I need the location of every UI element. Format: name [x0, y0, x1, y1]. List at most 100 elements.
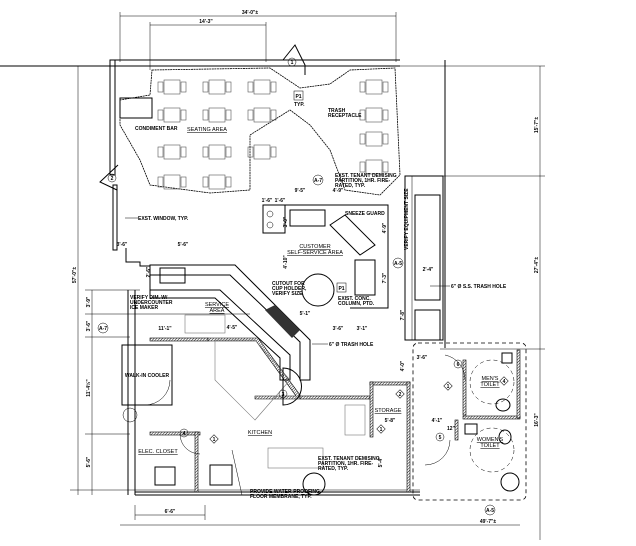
svg-text:27'-4"±: 27'-4"± — [534, 257, 540, 274]
section-ref: A-7 — [312, 174, 324, 186]
svg-text:2'-6": 2'-6" — [146, 266, 152, 277]
mens-toilet-label: MEN'S — [482, 376, 499, 382]
concrete-column — [301, 273, 335, 307]
svg-text:1: 1 — [380, 427, 383, 433]
svg-text:5'-6": 5'-6" — [86, 456, 92, 467]
table-with-chairs — [359, 131, 389, 147]
svg-text:3'-6": 3'-6" — [86, 320, 92, 331]
svg-text:2: 2 — [111, 176, 114, 182]
doors[interactable] — [99, 44, 466, 466]
svg-text:4'-1": 4'-1" — [432, 418, 443, 424]
svg-text:11'-4½": 11'-4½" — [85, 379, 92, 397]
door-tag-6: 6 — [453, 359, 463, 369]
svg-text:6" Ø S.S. TRASH HOLE: 6" Ø S.S. TRASH HOLE — [451, 284, 507, 290]
svg-text:57'-0"±: 57'-0"± — [72, 267, 78, 284]
svg-text:PARTITION, 1HR. FIRE-: PARTITION, 1HR. FIRE- — [318, 461, 374, 467]
wall-type-tag: 2 — [395, 389, 405, 399]
svg-text:AREA: AREA — [210, 308, 225, 314]
svg-text:COLUMN, PTD.: COLUMN, PTD. — [338, 301, 375, 307]
svg-text:3'-0": 3'-0" — [283, 216, 289, 227]
table-with-chairs — [247, 144, 277, 160]
svg-text:3'-9": 3'-9" — [86, 296, 92, 307]
condiment-bar — [119, 97, 153, 119]
table-with-chairs — [202, 107, 232, 123]
table-with-chairs — [247, 79, 277, 95]
table-with-chairs — [202, 174, 232, 190]
svg-text:6: 6 — [457, 362, 460, 368]
svg-text:EXIST. CONC.: EXIST. CONC. — [338, 296, 371, 302]
storage-label: STORAGE — [375, 408, 402, 414]
seating-tables — [157, 79, 389, 190]
svg-text:1: 1 — [447, 384, 450, 390]
svg-text:EXST. TENANT DEMISING: EXST. TENANT DEMISING — [335, 173, 397, 179]
table-with-chairs — [157, 144, 187, 160]
table-with-chairs — [157, 107, 187, 123]
kitchen-equipment — [121, 344, 366, 496]
table-with-chairs — [359, 107, 389, 123]
svg-text:UNDERCOUNTER: UNDERCOUNTER — [130, 300, 173, 306]
exterior-walls — [0, 59, 527, 501]
door-tag-2: 2 — [107, 173, 117, 183]
svg-text:SNEEZE GUARD: SNEEZE GUARD — [345, 211, 385, 217]
svg-text:CONDIMENT BAR: CONDIMENT BAR — [135, 126, 178, 132]
svg-text:A-7: A-7 — [99, 326, 107, 332]
svg-text:TRASH: TRASH — [328, 108, 346, 114]
svg-text:3'-1": 3'-1" — [357, 326, 368, 332]
svg-text:5: 5 — [439, 435, 442, 441]
svg-text:6" Ø TRASH HOLE: 6" Ø TRASH HOLE — [329, 342, 374, 348]
table-with-chairs — [157, 79, 187, 95]
svg-text:4'-9": 4'-9" — [333, 188, 344, 194]
kitchen-label: KITCHEN — [248, 430, 272, 436]
svg-text:5'-1": 5'-1" — [300, 311, 311, 317]
svg-text:A-5: A-5 — [394, 261, 402, 267]
svg-text:3: 3 — [282, 392, 285, 398]
seating-area-boundary — [119, 67, 401, 196]
interior-partitions — [149, 337, 521, 493]
wall-type-tag: 1 — [376, 424, 386, 434]
svg-text:4'-0": 4'-0" — [400, 360, 406, 371]
svg-text:2'-4": 2'-4" — [423, 267, 434, 273]
svg-text:P1: P1 — [295, 94, 301, 100]
svg-text:4: 4 — [183, 431, 186, 437]
elec-closet-label: ELEC. CLOSET — [138, 449, 178, 455]
table-with-chairs — [202, 144, 232, 160]
door-tag-3: 3 — [278, 389, 288, 399]
svg-text:SELF-SERVICE AREA: SELF-SERVICE AREA — [287, 250, 343, 256]
svg-text:5'-6": 5'-6" — [178, 242, 189, 248]
door-tag-5: 5 — [435, 432, 445, 442]
door-tags: 1 2 3 4 5 6 — [107, 57, 463, 442]
room-labels: SEATING AREA CUSTOMER SELF-SERVICE AREA … — [125, 127, 504, 455]
svg-text:9'-5": 9'-5" — [295, 188, 306, 194]
customer-area-label: CUSTOMER — [299, 244, 330, 250]
svg-text:15'-7"±: 15'-7"± — [534, 117, 540, 134]
svg-text:FLOOR MEMBRANE, TYP.: FLOOR MEMBRANE, TYP. — [250, 494, 312, 500]
annotations: CONDIMENT BAR TYP. TRASH RECEPTACLE EXST… — [125, 102, 507, 500]
svg-text:1'-6": 1'-6" — [275, 198, 286, 204]
svg-text:1: 1 — [291, 60, 294, 66]
dimension-lines — [70, 12, 545, 540]
svg-text:4'-10": 4'-10" — [283, 255, 289, 269]
svg-text:3'-6": 3'-6" — [417, 355, 428, 361]
svg-text:VERIFY SIZE: VERIFY SIZE — [272, 291, 303, 297]
walk-in-cooler-label: WALK-IN COOLER — [125, 373, 170, 379]
svg-text:7'-3": 7'-3" — [382, 272, 388, 283]
section-ref: A-7 — [97, 322, 109, 334]
svg-text:RATED, TYP.: RATED, TYP. — [335, 183, 366, 189]
table-with-chairs — [359, 159, 389, 175]
svg-text:RATED, TYP.: RATED, TYP. — [318, 466, 349, 472]
section-ref: A-5 — [484, 504, 496, 516]
svg-text:5'-8": 5'-8" — [385, 418, 396, 424]
svg-text:4'-5": 4'-5" — [227, 325, 238, 331]
service-area-label: SERVICE — [205, 302, 229, 308]
svg-text:A-7: A-7 — [314, 178, 322, 184]
svg-text:CUTOUT FOR: CUTOUT FOR — [272, 281, 305, 287]
svg-text:6'-6": 6'-6" — [165, 509, 176, 515]
restroom-fixtures — [464, 352, 520, 492]
svg-text:VERIFY DIM. W/: VERIFY DIM. W/ — [130, 295, 168, 301]
svg-text:1: 1 — [213, 437, 216, 443]
svg-text:16'-3": 16'-3" — [534, 413, 540, 427]
wall-type-tag: 4 — [499, 376, 509, 386]
svg-text:34'-0"±: 34'-0"± — [242, 10, 259, 16]
door-tag-1: 1 — [287, 57, 297, 67]
